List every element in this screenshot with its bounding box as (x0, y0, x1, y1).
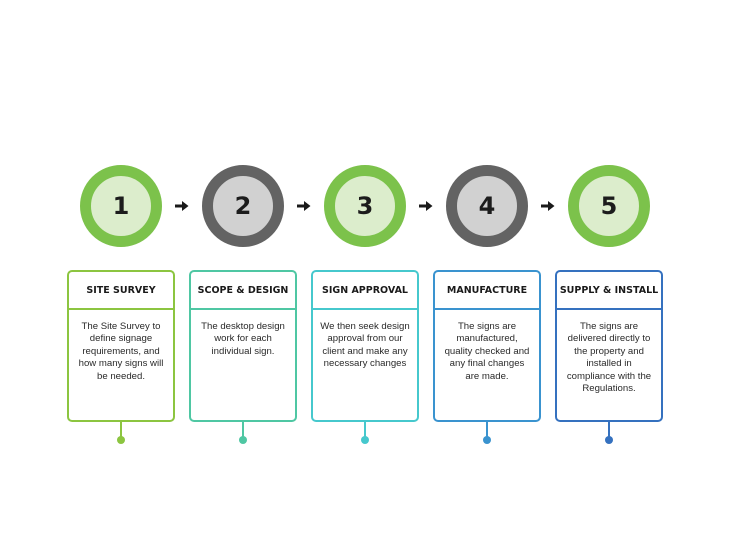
arrow-right-icon (541, 201, 555, 211)
arrow-right-icon (419, 201, 433, 211)
step-description: The desktop design work for each individ… (201, 321, 285, 357)
step-1: 1 SITE SURVEY The Site Survey to define … (67, 0, 175, 548)
step-3: 3 SIGN APPROVAL We then seek design appr… (311, 0, 419, 548)
step-description: The signs are manufactured, quality chec… (444, 321, 530, 382)
step-description: The Site Survey to define signage requir… (78, 321, 164, 382)
step-circle: 3 (324, 165, 406, 247)
connector-dot (361, 436, 369, 444)
step-circle: 2 (202, 165, 284, 247)
connector-line (486, 420, 488, 439)
step-circle: 5 (568, 165, 650, 247)
connector-line (242, 420, 244, 439)
step-number: 1 (112, 192, 130, 220)
step-title: SUPPLY & INSTALL (557, 272, 661, 310)
arrow-right-icon (297, 201, 311, 211)
step-card: SUPPLY & INSTALL The signs are delivered… (555, 270, 663, 422)
connector-line (120, 420, 122, 439)
step-number: 4 (478, 192, 496, 220)
step-2: 2 SCOPE & DESIGN The desktop design work… (189, 0, 297, 548)
step-description: The signs are delivered directly to the … (566, 321, 652, 395)
connector-line (364, 420, 366, 439)
step-card: SCOPE & DESIGN The desktop design work f… (189, 270, 297, 422)
arrow-right-icon (175, 201, 189, 211)
step-number: 5 (600, 192, 618, 220)
step-card: MANUFACTURE The signs are manufactured, … (433, 270, 541, 422)
step-title: SIGN APPROVAL (313, 272, 417, 310)
step-4: 4 MANUFACTURE The signs are manufactured… (433, 0, 541, 548)
step-card: SIGN APPROVAL We then seek design approv… (311, 270, 419, 422)
step-title: SCOPE & DESIGN (191, 272, 295, 310)
step-description: We then seek design approval from our cl… (320, 321, 410, 370)
step-title: SITE SURVEY (69, 272, 173, 310)
step-number: 3 (356, 192, 374, 220)
connector-dot (483, 436, 491, 444)
step-number: 2 (234, 192, 252, 220)
step-title: MANUFACTURE (435, 272, 539, 310)
step-circle: 1 (80, 165, 162, 247)
step-card: SITE SURVEY The Site Survey to define si… (67, 270, 175, 422)
connector-dot (605, 436, 613, 444)
connector-line (608, 420, 610, 439)
step-circle: 4 (446, 165, 528, 247)
step-5: 5 SUPPLY & INSTALL The signs are deliver… (555, 0, 663, 548)
connector-dot (117, 436, 125, 444)
connector-dot (239, 436, 247, 444)
